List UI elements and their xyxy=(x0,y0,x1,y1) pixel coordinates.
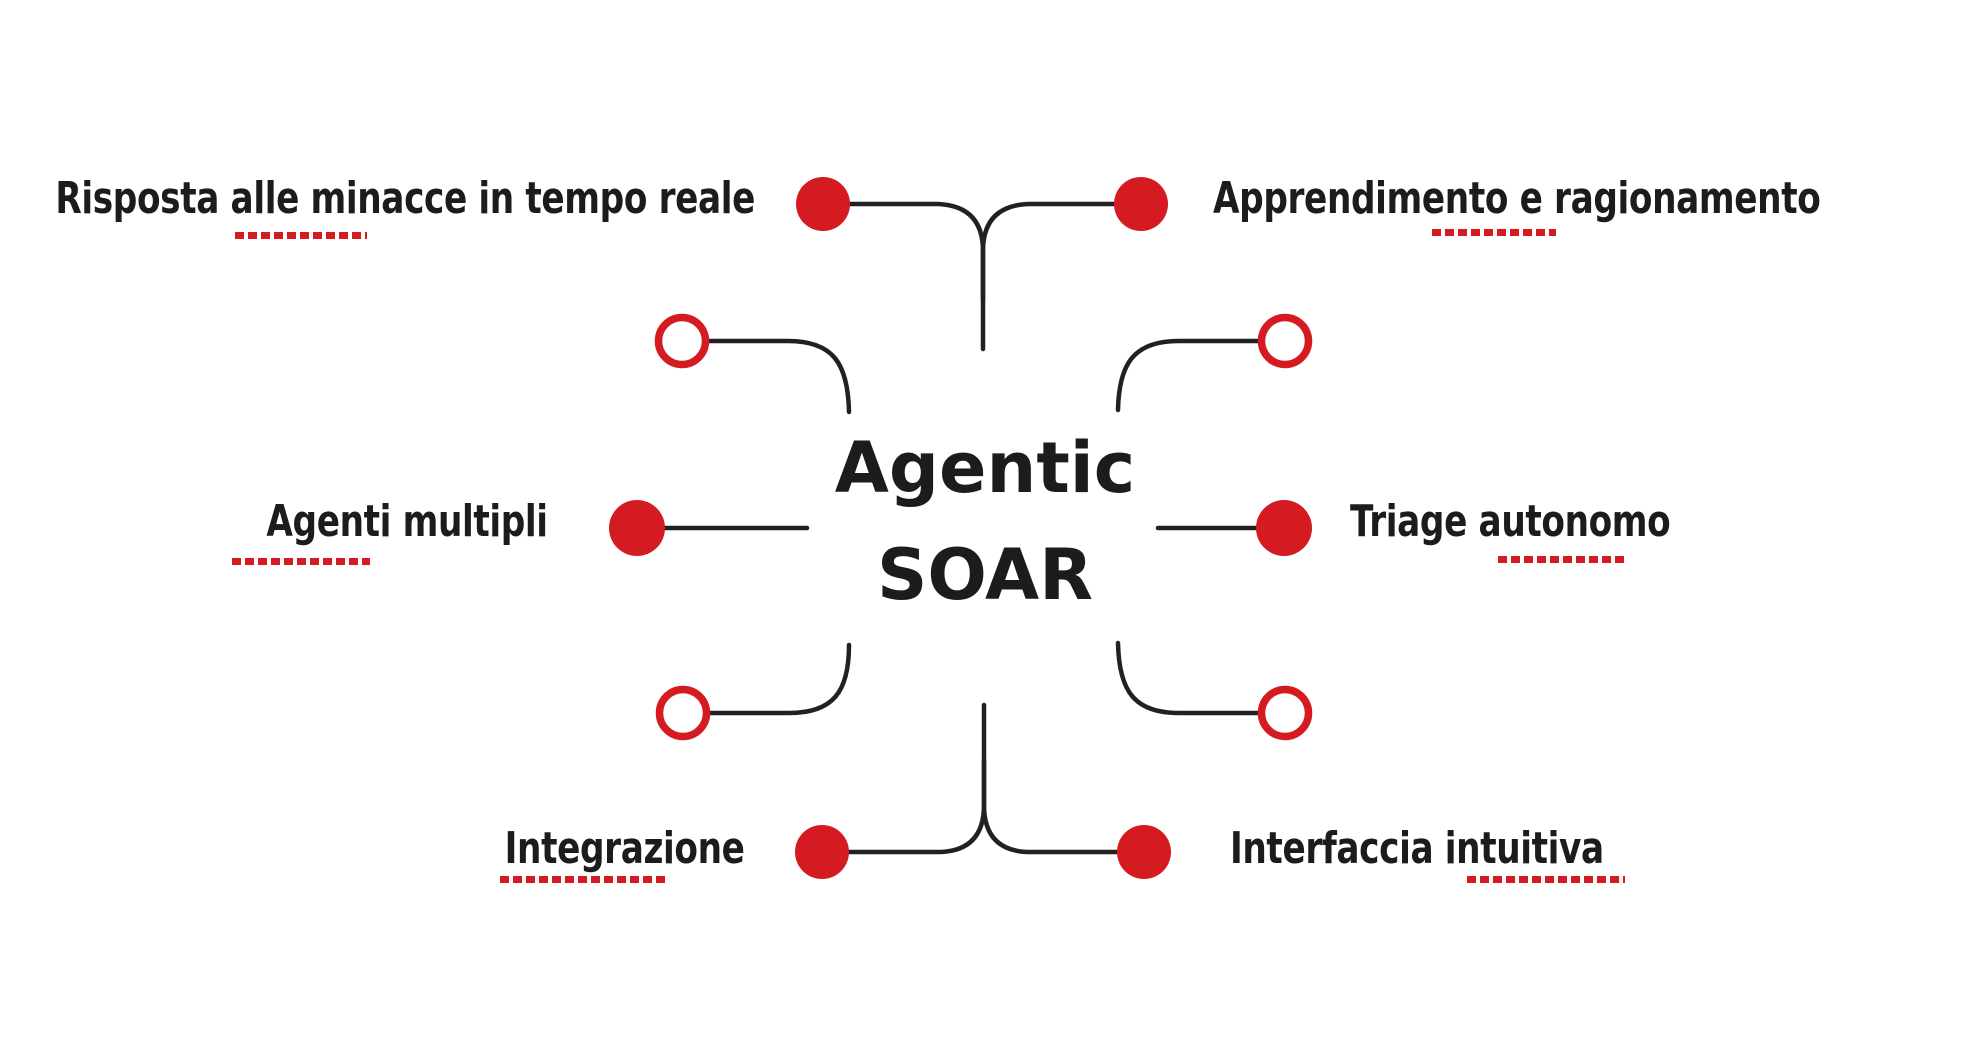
dash-underline-triage xyxy=(1498,556,1628,563)
dash-underline-interfaccia xyxy=(1467,876,1625,883)
label-triage: Triage autonomo xyxy=(1350,496,1671,547)
connector-top-right-branch xyxy=(980,201,1117,303)
connector-upper-right-curve xyxy=(1115,338,1261,413)
label-integrazione: Integrazione xyxy=(505,823,745,874)
connector-upper-left-curve xyxy=(706,338,852,415)
label-risposta: Risposta alle minacce in tempo reale xyxy=(55,173,755,224)
label-interfaccia: Interfaccia intuitiva xyxy=(1230,823,1604,874)
node-ring-lower-left xyxy=(655,685,711,741)
connector-bottom-left-branch xyxy=(846,702,987,855)
dash-underline-apprendimento xyxy=(1432,229,1556,236)
connector-lower-right-curve xyxy=(1115,640,1261,716)
node-dot-bottom-right xyxy=(1117,825,1171,879)
title-line-2: SOAR xyxy=(876,534,1094,616)
connector-bottom-right-branch xyxy=(981,757,1120,855)
title-line-1: Agentic xyxy=(834,427,1136,509)
node-dot-bottom-left xyxy=(795,825,849,879)
connector-lower-left-curve xyxy=(707,642,852,716)
dash-underline-risposta xyxy=(235,232,367,239)
label-apprendimento: Apprendimento e ragionamento xyxy=(1213,173,1821,224)
label-agenti: Agenti multipli xyxy=(266,496,549,547)
dash-underline-agenti xyxy=(232,558,370,565)
node-ring-upper-right xyxy=(1257,313,1313,369)
node-dot-top-left xyxy=(796,177,850,231)
node-dot-middle-right xyxy=(1256,500,1312,556)
connector-top-left-branch xyxy=(847,201,986,352)
node-ring-lower-right xyxy=(1257,685,1313,741)
dash-underline-integrazione xyxy=(500,876,668,883)
node-ring-upper-left xyxy=(654,313,710,369)
node-dot-top-right xyxy=(1114,177,1168,231)
node-dot-middle-left xyxy=(609,500,665,556)
